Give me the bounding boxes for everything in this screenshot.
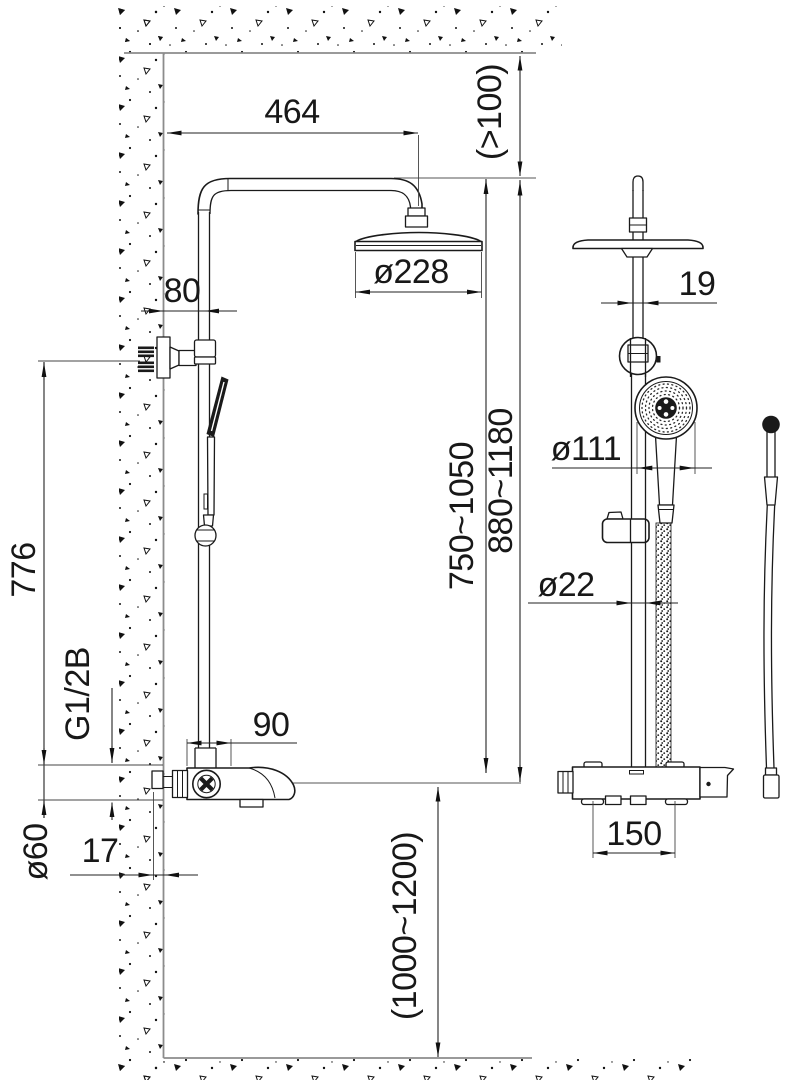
rain-shower-head	[354, 231, 483, 252]
hose-fitting	[763, 476, 779, 506]
shower-valve-front	[151, 747, 296, 808]
diverter-spout	[699, 766, 735, 798]
dim-riser-adjust-range-label: 750~1050	[443, 442, 481, 590]
dim-overall-height-range-label: 880~1180	[482, 408, 520, 554]
water-inlet	[151, 770, 173, 790]
shower-hose	[762, 415, 780, 799]
dim-rain-head-diameter-label: ø228	[373, 253, 449, 291]
dim-wall-projection-label: 17	[82, 832, 119, 870]
hand-shower-side	[634, 376, 698, 524]
dim-escutcheon-diameter: ø60	[17, 764, 163, 881]
dim-rail-diameter-label: ø22	[537, 566, 594, 604]
bracket-flange	[156, 336, 171, 379]
dim-wall-projection: 17	[70, 792, 198, 880]
dim-pipe-width-label: 19	[679, 265, 716, 303]
dim-install-height: (1000~1200)	[386, 787, 441, 1057]
inlet-nut	[171, 769, 189, 799]
dim-inlet-thread: G1/2B	[59, 647, 115, 820]
dim-wall-to-riser: 80	[141, 272, 237, 314]
hand-shower-hose-nut	[657, 504, 675, 524]
dim-overall-height-range: 880~1180	[482, 180, 523, 782]
arm-nut	[404, 215, 429, 228]
knob-cross	[198, 776, 215, 792]
hand-shower-nut-front	[202, 514, 215, 527]
dim-inlet-spacing-label: 150	[606, 815, 661, 853]
dim-escutcheon-diameter-label: ø60	[17, 823, 55, 880]
hose-end-cap	[762, 415, 780, 434]
wall-screws	[138, 346, 154, 373]
riser-pipe-side	[628, 175, 648, 767]
dim-ceiling-clearance: (>100)	[471, 56, 523, 176]
dim-arm-reach: 464	[167, 93, 419, 206]
arm-joint	[407, 207, 426, 217]
dim-valve-offset-label: 90	[253, 706, 290, 744]
hand-shower-hose-textured	[655, 522, 672, 768]
hand-shower-handle	[654, 435, 678, 506]
hose-connector	[762, 774, 780, 799]
dim-inlet-spacing: 150	[592, 801, 676, 858]
valve-body-side	[571, 766, 701, 800]
dimensions: 464 (>100) ø228 80 776	[5, 56, 717, 1057]
dim-wall-to-riser-label: 80	[164, 272, 201, 310]
floor-hatch	[118, 1059, 702, 1080]
hand-shower-body-edge	[206, 436, 216, 516]
dim-ceiling-clearance-label: (>100)	[471, 64, 509, 160]
dim-riser-adjust-range: 750~1050	[443, 179, 489, 773]
hand-shower-logo-button	[655, 397, 677, 419]
bracket-arm	[178, 349, 197, 367]
dim-hand-shower-diameter: ø111	[551, 422, 712, 474]
slide-bracket	[601, 511, 650, 544]
dim-rain-head-diameter: ø228	[355, 252, 482, 298]
dim-rail-diameter: ø22	[528, 566, 678, 606]
dim-valve-offset: 90	[186, 706, 297, 766]
shower-valve-side	[557, 761, 735, 806]
wall-hatch	[119, 6, 165, 1080]
hand-shower-clip	[203, 493, 208, 510]
slider-knob	[194, 524, 217, 547]
bracket-cone	[169, 346, 180, 370]
ceiling-hatch	[118, 6, 562, 53]
side-view	[557, 175, 735, 806]
valve-foot	[239, 798, 264, 808]
head-hub	[620, 247, 654, 258]
concrete-hatch	[118, 6, 702, 1080]
dim-inlet-height: 776	[5, 360, 140, 818]
rain-shower-head-side	[572, 239, 704, 258]
pipe-top-cap	[632, 175, 644, 191]
dim-pipe-width: 19	[601, 265, 717, 306]
front-view	[138, 177, 483, 808]
wall-bracket	[138, 336, 217, 379]
dim-hand-shower-diameter-label: ø111	[551, 430, 621, 468]
dim-arm-reach-label: 464	[264, 93, 319, 131]
pivot-bracket	[618, 336, 661, 377]
dim-inlet-height-label: 776	[5, 542, 43, 597]
bracket-clamp	[193, 339, 217, 358]
valve-side-port	[557, 770, 574, 794]
dim-inlet-thread-label: G1/2B	[59, 647, 97, 741]
shower-arm	[197, 177, 429, 228]
hand-shower-front	[194, 376, 229, 547]
dim-install-height-label: (1000~1200)	[386, 832, 424, 1020]
